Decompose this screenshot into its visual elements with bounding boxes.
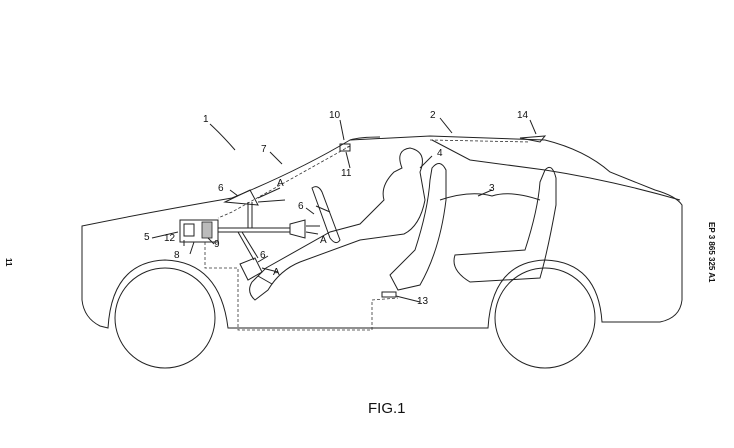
label-sensor-13: 13 [417,296,429,307]
rear-seat [453,166,557,283]
label-sensor-10: 10 [329,110,341,121]
label-emitter-dashboard: 6 [218,183,224,194]
control-unit [179,219,219,243]
emitter-dashboard [223,189,259,206]
roof-dashed-line [429,139,531,143]
label-sensor-11: 11 [341,168,352,179]
front-wheel [114,267,216,369]
sensor-13 [381,291,397,298]
roof-element [519,135,547,143]
module-9 [201,221,213,239]
label-control-unit: 8 [174,250,180,261]
leader-lines [151,117,537,303]
roof-line [349,136,381,141]
seats-bracket [439,193,541,201]
driver-figure [249,147,426,301]
airflow-arrows [257,187,320,285]
sensor-10 [339,143,351,152]
rear-wheel [494,267,596,369]
duct-main [218,227,290,233]
label-windshield: 7 [261,144,267,155]
publication-number: EP 3 865 325 A1 [707,222,716,283]
module-12 [183,223,195,237]
label-emitter-footwell: 6 [260,250,266,261]
label-system: 5 [144,232,150,243]
steering-wheel [311,186,341,244]
label-airflow-steering: A [320,235,327,246]
duct-down [237,231,259,261]
wiring-dashed [204,145,399,331]
page-number: 11 [4,258,13,267]
emitter-footwell [239,257,263,281]
car-body-outline [81,135,683,329]
label-airflow-dashboard: A [277,178,284,189]
emitter-steering [289,219,306,239]
label-roof: 2 [430,110,436,121]
label-airflow-footwell: A [273,267,280,278]
label-seats: 3 [489,183,495,194]
duct-up [247,202,253,228]
front-seat [389,163,447,291]
label-element-14: 14 [517,110,529,121]
figure-caption: FIG.1 [368,400,406,417]
label-module-9: 9 [214,239,220,250]
label-emitter-steering: 6 [298,201,304,212]
label-module-12: 12 [164,233,176,244]
label-occupant: 4 [437,148,443,159]
label-vehicle: 1 [203,114,209,125]
